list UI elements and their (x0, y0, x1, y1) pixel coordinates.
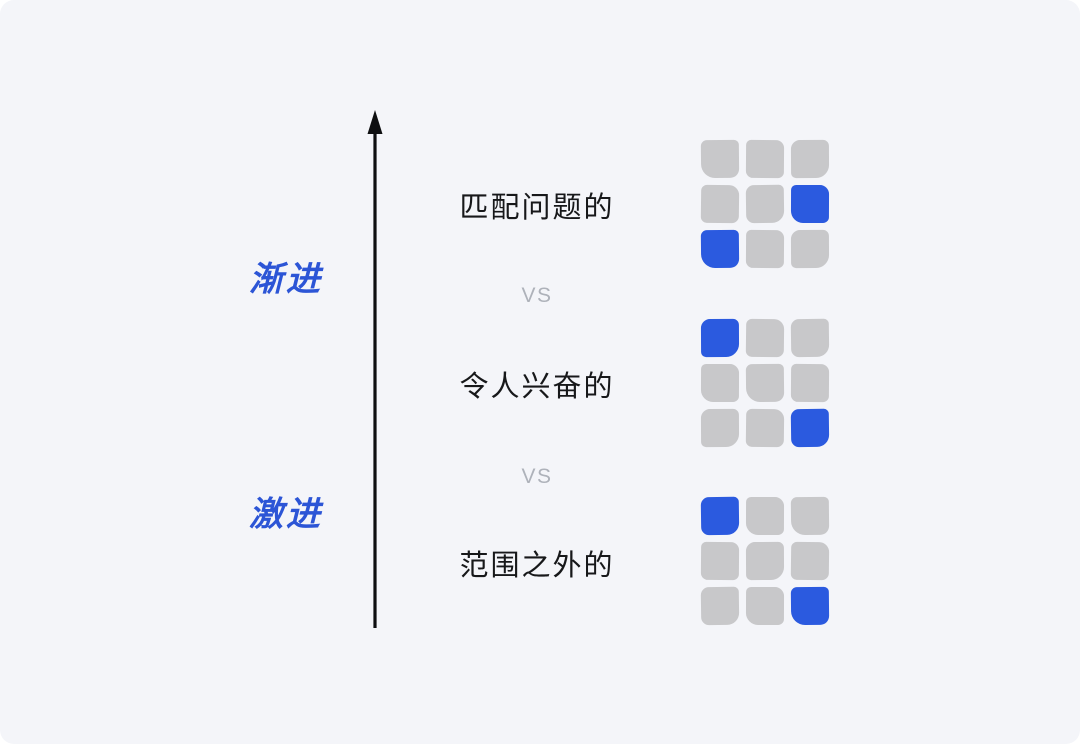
vs-separator-2: VS (521, 465, 553, 488)
grid-square-gray (745, 229, 785, 269)
grid-square-gray (790, 363, 830, 403)
grid-square-gray (745, 408, 785, 448)
grid-square-gray (700, 586, 740, 626)
grid-square-gray (790, 496, 830, 536)
grid-square-gray (700, 184, 740, 224)
grid-square-blue (790, 184, 830, 224)
axis-label-gradual: 渐进 (249, 260, 323, 299)
grid-square-gray (745, 139, 785, 179)
grid-square-gray (790, 229, 830, 269)
comparison-label-matching-problem: 匹配问题的 (459, 192, 615, 224)
grid-square-gray (745, 363, 785, 403)
comparison-label-exciting: 令人兴奋的 (459, 371, 615, 403)
up-arrow-icon (367, 110, 383, 628)
grid-square-gray (745, 586, 785, 626)
grid-square-gray (745, 541, 785, 581)
grid-square-blue (790, 586, 830, 626)
grid-square-gray (700, 363, 740, 403)
grid-square-gray (700, 541, 740, 581)
grid-square-gray (790, 541, 830, 581)
grid-square-gray (700, 408, 740, 448)
grid-square-blue (790, 408, 830, 448)
grid-square-gray (745, 184, 785, 224)
grid-square-gray (790, 139, 830, 179)
grid-square-gray (745, 496, 785, 536)
grid-square-gray (790, 318, 830, 358)
grid-square-blue (700, 229, 740, 269)
grid-square-blue (700, 496, 740, 536)
grid-square-blue (700, 318, 740, 358)
grid-square-gray (700, 139, 740, 179)
axis-label-radical: 激进 (249, 495, 323, 534)
grid-exciting (700, 318, 830, 448)
vs-separator-1: VS (521, 284, 553, 307)
grid-square-gray (745, 318, 785, 358)
grid-matching-problem (700, 139, 830, 269)
comparison-label-out-of-scope: 范围之外的 (459, 550, 615, 582)
grid-out-of-scope (700, 496, 830, 626)
